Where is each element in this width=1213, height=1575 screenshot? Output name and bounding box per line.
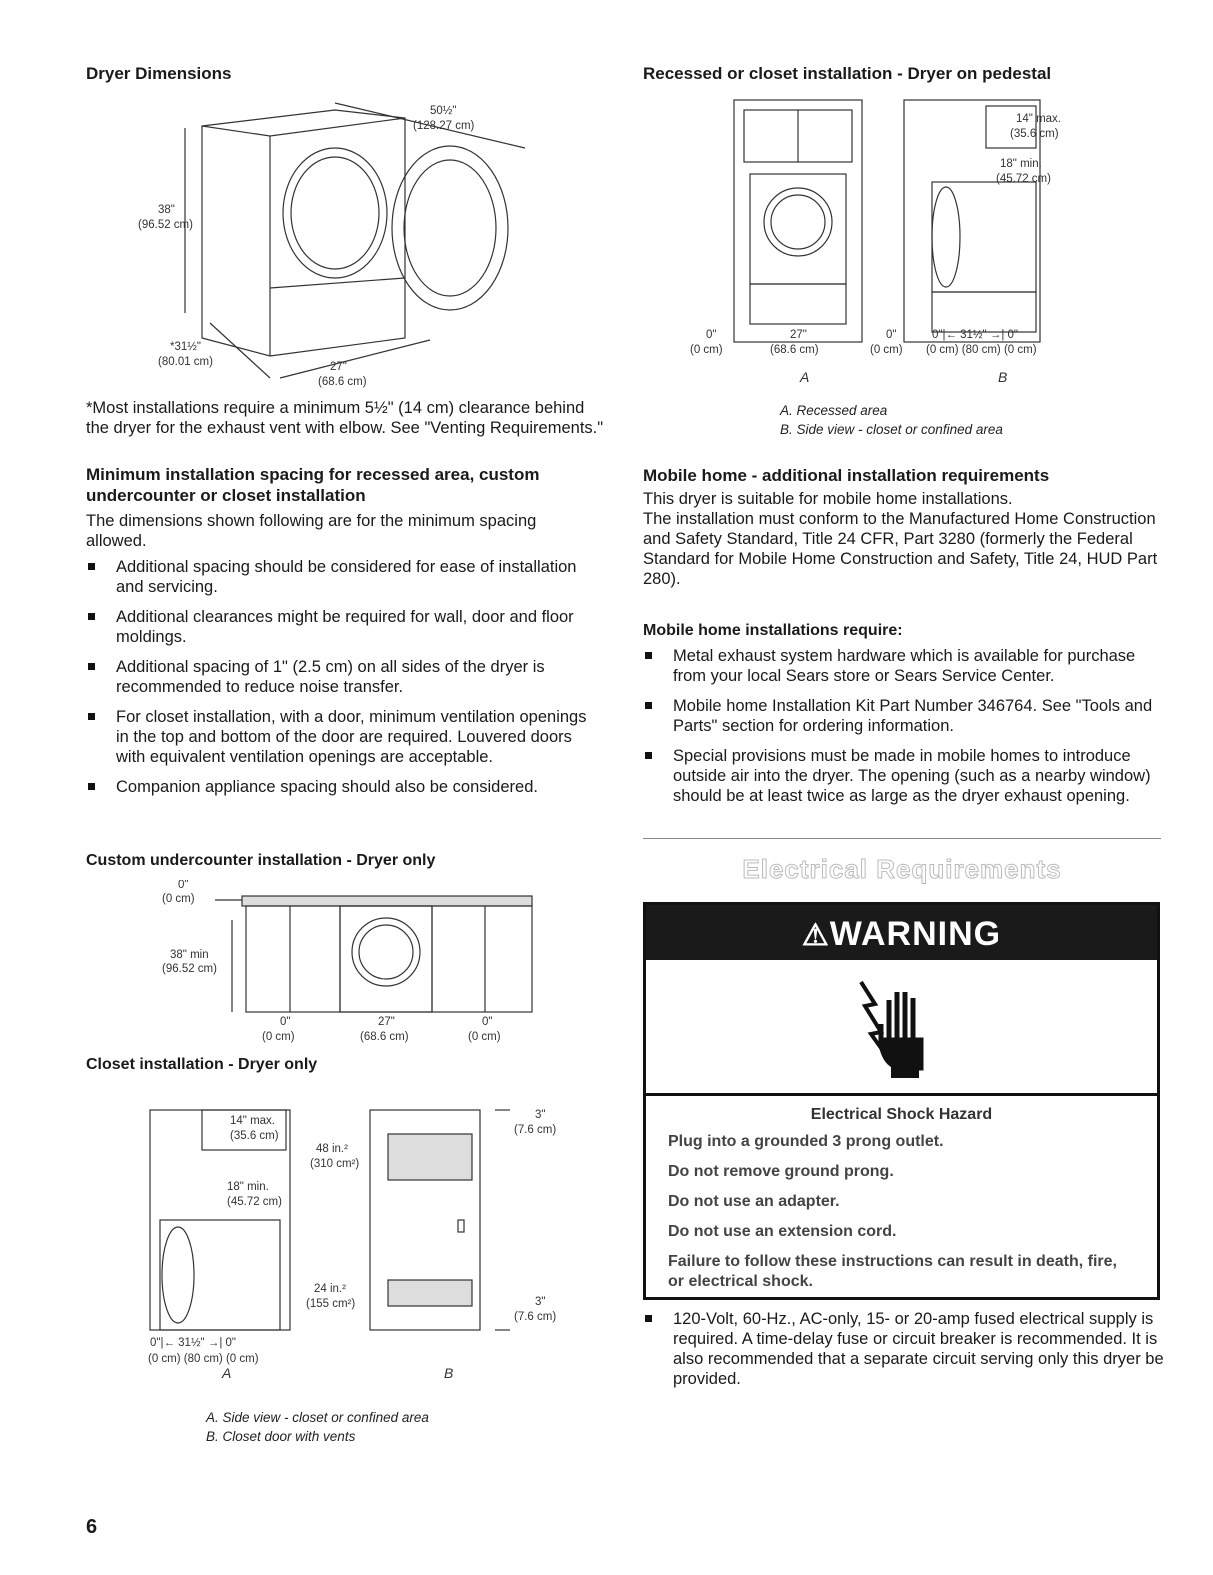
recessed-illustration: 14" max. (35.6 cm) 18" min. (45.72 cm) 0… — [690, 99, 1061, 385]
warning-header: ⚠WARNING — [646, 905, 1157, 960]
closet-caption-b: B. Closet door with vents — [206, 1429, 356, 1444]
warning-line: Failure to follow these instructions can… — [668, 1253, 1117, 1290]
list-item: Additional clearances might be required … — [86, 607, 601, 647]
rec-max-in: 14" max. — [1016, 113, 1061, 125]
rec-max-cm: (35.6 cm) — [1010, 128, 1059, 140]
uc-mid-in: 27" — [378, 1016, 395, 1028]
min-spacing-intro: The dimensions shown following are for t… — [86, 512, 537, 550]
warning-triangle-icon: ⚠ — [801, 919, 830, 952]
rec-a-left-cm: (0 cm) — [690, 344, 723, 356]
dryer-dimensions-illustration: 50½" (128.27 cm) 38" (96.52 cm) *31½" (8… — [138, 102, 526, 388]
closet-max-in: 14" max. — [230, 1115, 275, 1127]
rec-a-left-in: 0" — [706, 329, 716, 341]
closet-vent-bot-cm: (155 cm²) — [306, 1298, 355, 1310]
uc-right-in: 0" — [482, 1016, 492, 1028]
closet-label-a: A — [221, 1365, 231, 1380]
rec-a-right-cm: (0 cm) — [870, 344, 903, 356]
min-spacing-heading: Minimum installation spacing for recesse… — [86, 465, 540, 505]
uc-top-cm: (0 cm) — [162, 893, 195, 905]
warning-box: ⚠WARNING Electrical Shock Hazard Plug in… — [643, 902, 1160, 1300]
closet-gap-top-in: 3" — [535, 1109, 545, 1121]
warning-line: Do not use an adapter. — [668, 1193, 840, 1210]
closet-gap-bot-cm: (7.6 cm) — [514, 1311, 556, 1323]
list-item: Companion appliance spacing should also … — [86, 777, 601, 797]
list-item: Additional spacing of 1" (2.5 cm) on all… — [86, 657, 601, 697]
electrical-requirements-title: Electrical Requirements — [742, 854, 1062, 885]
closet-illustration: 14" max. (35.6 cm) 18" min. (45.72 cm) 4… — [148, 1109, 556, 1380]
warning-body: Electrical Shock Hazard Plug into a grou… — [646, 1096, 1157, 1306]
closet-bottom-dims-cm: (0 cm) (80 cm) (0 cm) — [148, 1353, 259, 1365]
section-divider — [643, 838, 1161, 839]
dim-depth-in: *31½" — [170, 341, 201, 353]
uc-right-cm: (0 cm) — [468, 1031, 501, 1043]
dim-width-in: 50½" — [430, 105, 456, 117]
uc-mid-cm: (68.6 cm) — [360, 1031, 409, 1043]
rec-caption-b: B. Side view - closet or confined area — [780, 422, 1003, 437]
dimensions-footnote: *Most installations require a minimum 5½… — [86, 399, 604, 437]
page-number: 6 — [86, 1516, 98, 1538]
closet-vent-top-cm: (310 cm²) — [310, 1158, 359, 1170]
warning-icon-area — [646, 960, 1157, 1096]
dim-front-in: 27" — [330, 361, 347, 373]
closet-min-in: 18" min. — [227, 1181, 269, 1193]
list-item: Additional spacing should be considered … — [86, 557, 601, 597]
closet-vent-bot-in: 24 in.² — [314, 1283, 346, 1295]
closet-min-cm: (45.72 cm) — [227, 1196, 282, 1208]
uc-height-in: 38" min — [170, 949, 209, 961]
closet-gap-top-cm: (7.6 cm) — [514, 1124, 556, 1136]
uc-left-cm: (0 cm) — [262, 1031, 295, 1043]
rec-caption-a: A. Recessed area — [780, 403, 888, 418]
hazard-title: Electrical Shock Hazard — [810, 1106, 993, 1123]
rec-a-right-in: 0" — [886, 329, 896, 341]
rec-a-mid-cm: (68.6 cm) — [770, 344, 819, 356]
rec-b-dims-cm: (0 cm) (80 cm) (0 cm) — [926, 344, 1037, 356]
dim-front-cm: (68.6 cm) — [318, 376, 367, 388]
warning-label: WARNING — [829, 915, 1002, 953]
closet-heading: Closet installation - Dryer only — [86, 1056, 318, 1073]
rec-label-b: B — [998, 369, 1007, 385]
dim-height-cm: (96.52 cm) — [138, 219, 193, 231]
electrical-shock-hand-icon — [859, 980, 924, 1078]
rec-min-cm: (45.72 cm) — [996, 173, 1051, 185]
warning-line: Do not use an extension cord. — [668, 1223, 897, 1240]
list-item: Special provisions must be made in mobil… — [643, 746, 1165, 806]
list-item: For closet installation, with a door, mi… — [86, 707, 601, 767]
mobile-line1: This dryer is suitable for mobile home i… — [643, 490, 1013, 508]
mobile-require-list: Metal exhaust system hardware which is a… — [643, 646, 1165, 816]
closet-gap-bot-in: 3" — [535, 1296, 545, 1308]
dim-width-cm: (128.27 cm) — [413, 120, 475, 132]
closet-caption-a: A. Side view - closet or confined area — [206, 1410, 429, 1425]
rec-label-a: A — [799, 369, 809, 385]
list-item: Metal exhaust system hardware which is a… — [643, 646, 1165, 686]
dim-depth-cm: (80.01 cm) — [158, 356, 213, 368]
min-spacing-list: Additional spacing should be considered … — [86, 557, 601, 807]
rec-b-dims: 0"|← 31½" →| 0" — [932, 329, 1018, 341]
undercounter-illustration: 0" (0 cm) 38" min (96.52 cm) 0" (0 cm) 2… — [162, 880, 533, 1043]
mobile-heading: Mobile home - additional installation re… — [643, 466, 1050, 485]
uc-height-cm: (96.52 cm) — [162, 963, 217, 975]
list-item: Mobile home Installation Kit Part Number… — [643, 696, 1165, 736]
rec-a-mid-in: 27" — [790, 329, 807, 341]
closet-label-b: B — [444, 1365, 453, 1380]
closet-max-cm: (35.6 cm) — [230, 1130, 279, 1142]
dim-height-in: 38" — [158, 204, 175, 216]
mobile-line2: The installation must conform to the Man… — [643, 510, 1158, 588]
mobile-require-heading: Mobile home installations require: — [643, 622, 903, 639]
recessed-heading: Recessed or closet installation - Dryer … — [643, 64, 1052, 83]
uc-top-in: 0" — [178, 880, 188, 891]
uc-left-in: 0" — [280, 1016, 290, 1028]
undercounter-heading: Custom undercounter installation - Dryer… — [86, 852, 436, 869]
electrical-list: 120-Volt, 60-Hz., AC-only, 15- or 20-amp… — [643, 1309, 1165, 1399]
warning-line: Do not remove ground prong. — [668, 1163, 894, 1180]
rec-min-in: 18" min. — [1000, 158, 1042, 170]
closet-vent-top-in: 48 in.² — [316, 1143, 348, 1155]
list-item: 120-Volt, 60-Hz., AC-only, 15- or 20-amp… — [643, 1309, 1165, 1389]
warning-line: Plug into a grounded 3 prong outlet. — [668, 1133, 944, 1150]
closet-bottom-dims: 0"|← 31½" →| 0" — [150, 1337, 236, 1349]
dryer-dimensions-heading: Dryer Dimensions — [86, 64, 232, 83]
